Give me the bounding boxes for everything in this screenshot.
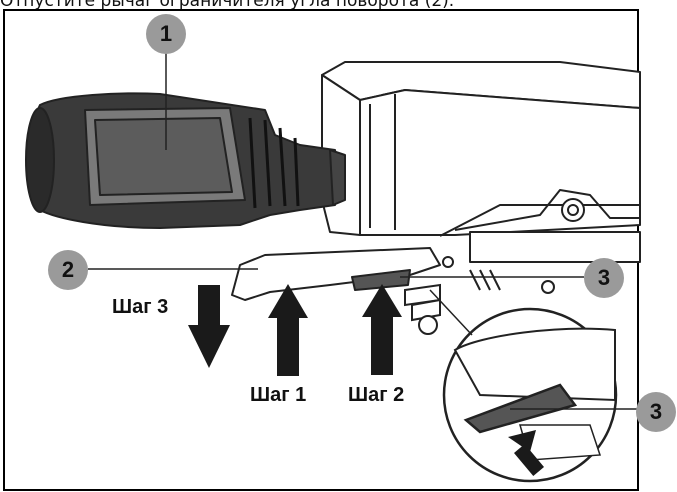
step3-label: Шаг 3 bbox=[112, 296, 169, 318]
step1-label: Шаг 1 bbox=[250, 384, 307, 406]
detail-arrow bbox=[508, 430, 545, 476]
caption: Отпустите рычаг ограничителя угла поворо… bbox=[0, 0, 455, 11]
step3-arrow bbox=[188, 285, 230, 368]
callout-2: 2 bbox=[48, 250, 88, 290]
pivot-screw bbox=[561, 198, 585, 222]
callout-3-detail: 3 bbox=[636, 392, 676, 432]
tool-housing bbox=[321, 61, 641, 263]
handle bbox=[25, 92, 346, 229]
callout-3-main: 3 bbox=[584, 258, 624, 298]
step2-arrow bbox=[362, 284, 402, 375]
lever bbox=[231, 247, 441, 301]
callout-1: 1 bbox=[146, 14, 186, 54]
leader-lines bbox=[88, 52, 638, 410]
step1-arrow bbox=[268, 284, 308, 376]
spring-mechanism bbox=[404, 256, 555, 335]
step2-label: Шаг 2 bbox=[348, 384, 405, 406]
